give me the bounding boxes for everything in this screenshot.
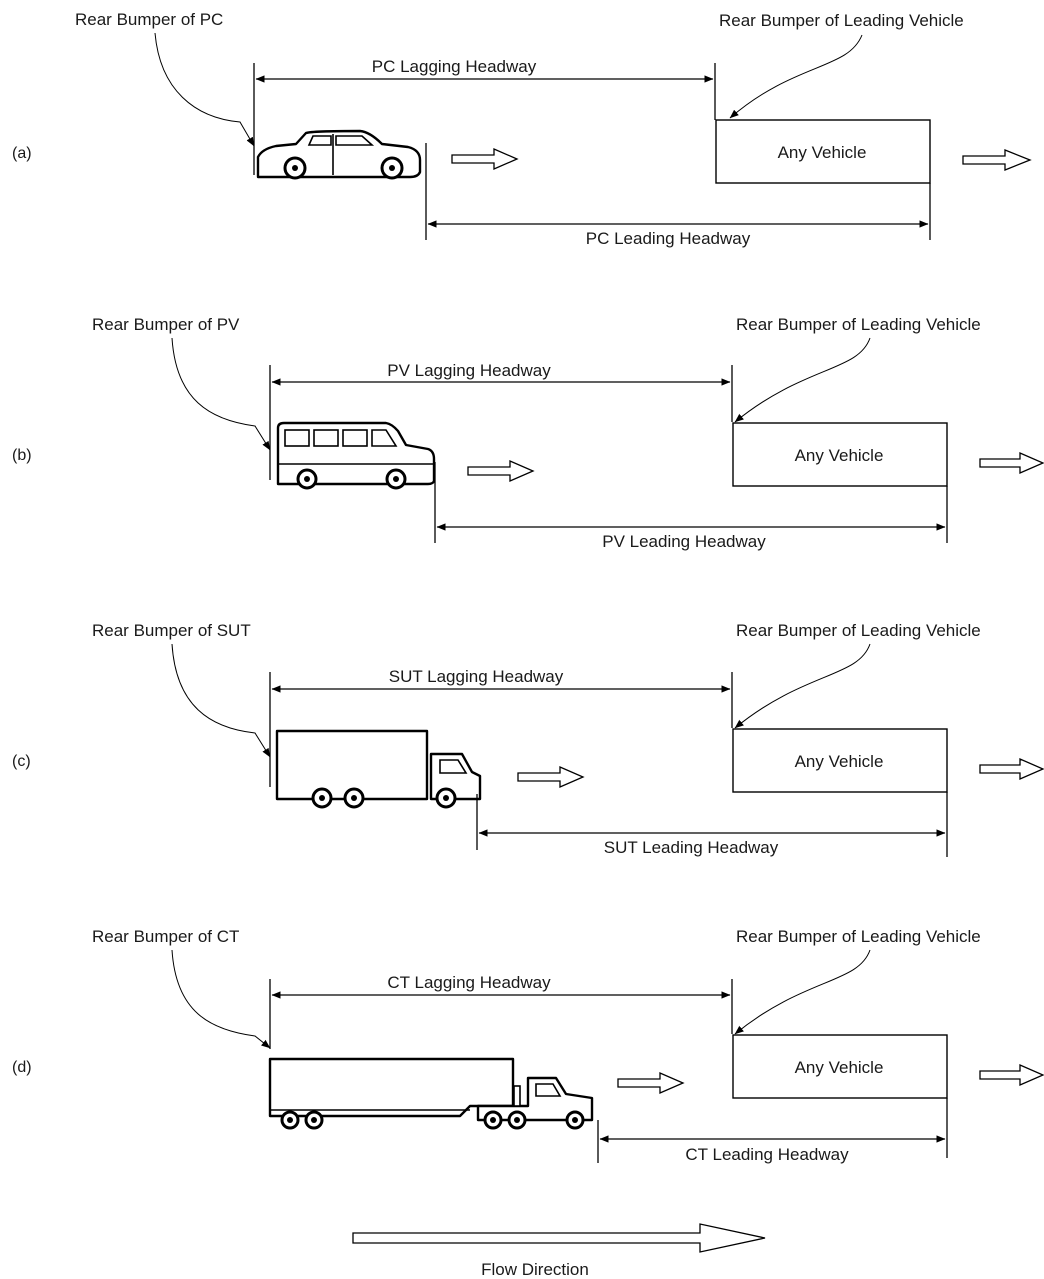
flow-arrow-icon xyxy=(980,453,1043,473)
any-vehicle-label: Any Vehicle xyxy=(778,143,867,162)
leading-vehicle-pointer xyxy=(735,644,870,728)
flow-arrow-icon xyxy=(618,1073,683,1093)
flow-arrow-icon xyxy=(468,461,533,481)
flow-arrow-icon xyxy=(452,149,517,169)
panel-a: (a) Rear Bumper of PC Rear Bumper of Lea… xyxy=(12,10,1030,248)
panel-label: (a) xyxy=(12,145,32,162)
rear-bumper-pointer xyxy=(172,644,270,757)
leading-headway-label: PC Leading Headway xyxy=(586,229,751,248)
rear-bumper-pointer xyxy=(172,338,270,450)
flow-direction-label: Flow Direction xyxy=(481,1260,589,1279)
lagging-headway-label: CT Lagging Headway xyxy=(387,973,551,992)
leading-vehicle-label: Rear Bumper of Leading Vehicle xyxy=(736,315,981,334)
leading-vehicle-pointer xyxy=(735,338,870,422)
leading-vehicle-pointer xyxy=(735,950,870,1034)
panel-label: (b) xyxy=(12,447,32,464)
flow-direction: Flow Direction xyxy=(353,1224,765,1279)
panel-c: (c) Rear Bumper of SUT Rear Bumper of Le… xyxy=(12,621,1043,857)
leading-vehicle-pointer xyxy=(730,35,862,118)
flow-arrow-icon xyxy=(980,1065,1043,1085)
leading-vehicle-label: Rear Bumper of Leading Vehicle xyxy=(736,927,981,946)
rear-bumper-label: Rear Bumper of SUT xyxy=(92,621,251,640)
panel-d: (d) Rear Bumper of CT Rear Bumper of Lea… xyxy=(12,927,1043,1164)
lagging-headway-label: SUT Lagging Headway xyxy=(389,667,564,686)
leading-headway-label: SUT Leading Headway xyxy=(604,838,779,857)
leading-vehicle-label: Rear Bumper of Leading Vehicle xyxy=(736,621,981,640)
rear-bumper-pointer xyxy=(155,33,254,146)
rear-bumper-pointer xyxy=(172,950,270,1048)
any-vehicle-label: Any Vehicle xyxy=(795,752,884,771)
combination-truck-icon xyxy=(270,1059,592,1128)
flow-arrow-icon xyxy=(963,150,1030,170)
passenger-car-icon xyxy=(258,131,420,178)
leading-headway-label: PV Leading Headway xyxy=(602,532,766,551)
rear-bumper-label: Rear Bumper of CT xyxy=(92,927,239,946)
flow-arrow-icon xyxy=(980,759,1043,779)
any-vehicle-label: Any Vehicle xyxy=(795,1058,884,1077)
panel-label: (c) xyxy=(12,753,31,770)
leading-headway-label: CT Leading Headway xyxy=(685,1145,849,1164)
single-unit-truck-icon xyxy=(277,731,480,807)
lagging-headway-label: PV Lagging Headway xyxy=(387,361,551,380)
panel-b: (b) Rear Bumper of PV Rear Bumper of Lea… xyxy=(12,315,1043,551)
any-vehicle-label: Any Vehicle xyxy=(795,446,884,465)
panel-label: (d) xyxy=(12,1059,32,1076)
flow-arrow-icon xyxy=(518,767,583,787)
rear-bumper-label: Rear Bumper of PV xyxy=(92,315,240,334)
leading-vehicle-label: Rear Bumper of Leading Vehicle xyxy=(719,11,964,30)
rear-bumper-label: Rear Bumper of PC xyxy=(75,10,223,29)
lagging-headway-label: PC Lagging Headway xyxy=(372,57,537,76)
flow-direction-arrow-icon xyxy=(353,1224,765,1252)
passenger-van-icon xyxy=(278,423,434,488)
